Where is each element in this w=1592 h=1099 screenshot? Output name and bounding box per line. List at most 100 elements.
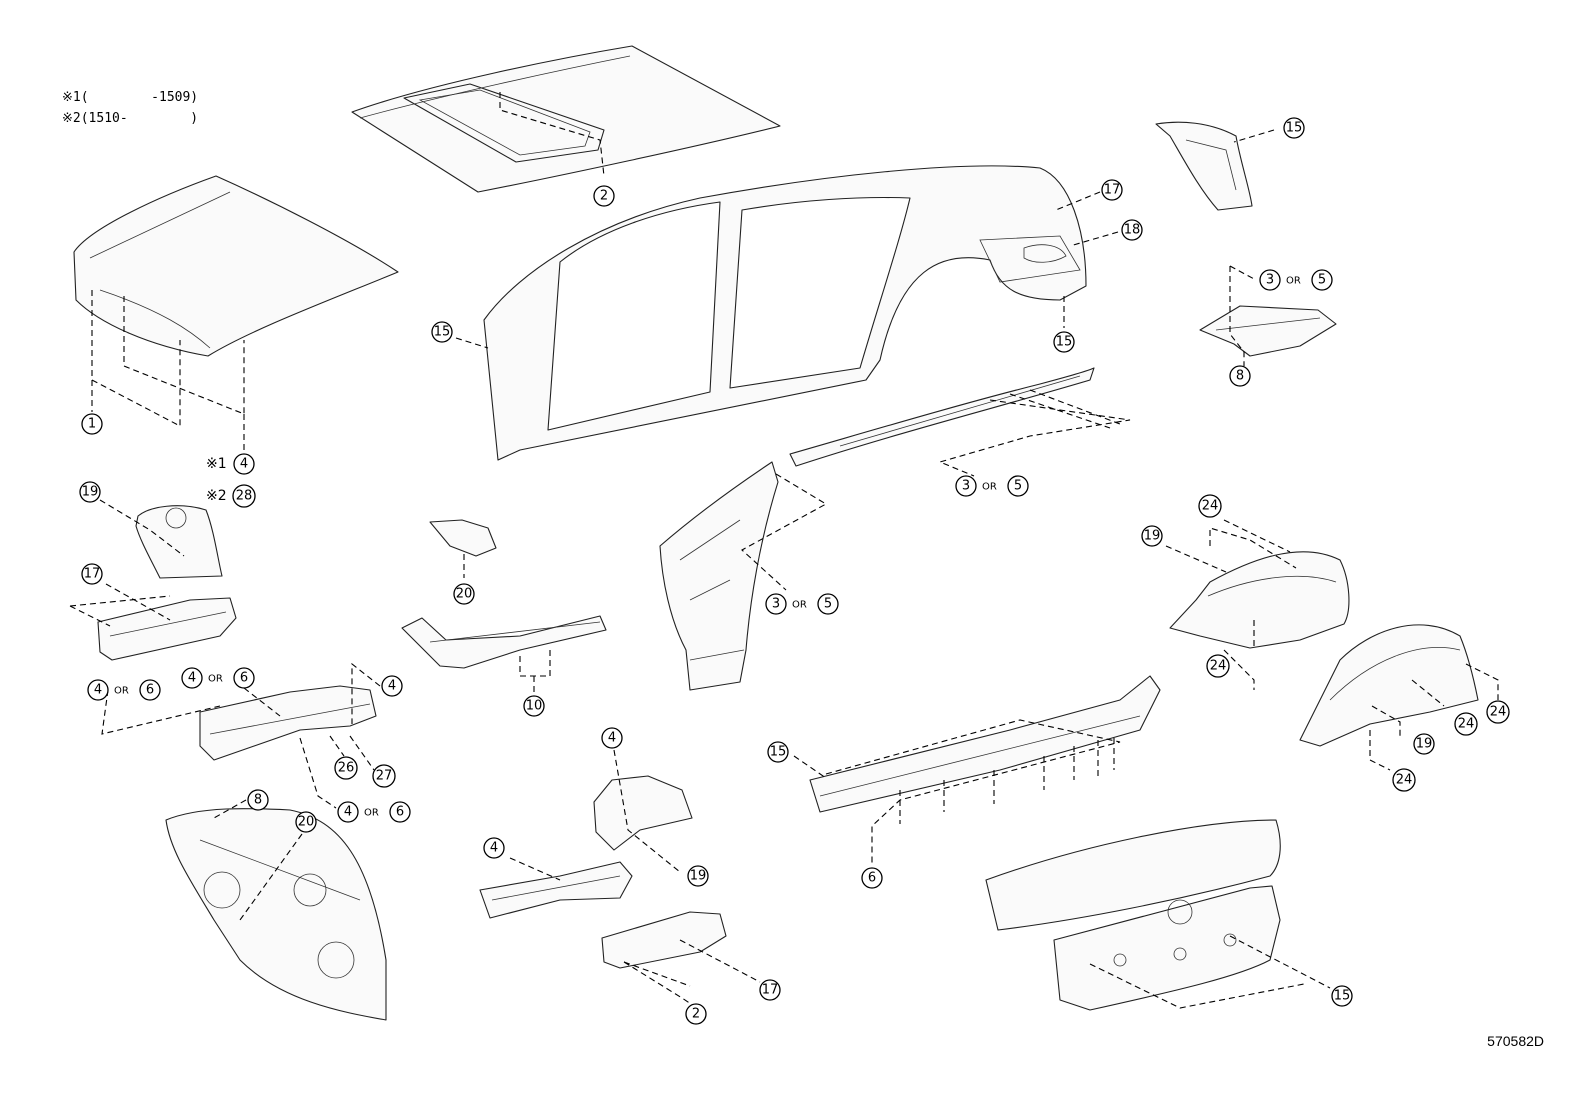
svg-text:15: 15: [1334, 989, 1351, 1004]
callout-4-member-a[interactable]: 4: [87, 679, 109, 701]
svg-text:5: 5: [1318, 273, 1326, 288]
callout-15-side-rear[interactable]: 15: [1053, 331, 1075, 353]
svg-text:24: 24: [1396, 773, 1413, 788]
leader-ur-8: [1229, 265, 1257, 366]
brace-bracket[interactable]: [429, 519, 497, 557]
rear-wheelhouse-inner[interactable]: [1299, 624, 1479, 747]
callout-27-member[interactable]: 27: [372, 764, 396, 788]
svg-text:8: 8: [254, 793, 262, 808]
callout-4-center-lower[interactable]: 4: [483, 837, 505, 859]
callout-24-rw-c[interactable]: 24: [1486, 700, 1510, 724]
callout-24-rw-d[interactable]: 24: [1454, 712, 1478, 736]
callout-6-member-c[interactable]: 6: [389, 801, 411, 823]
quarter-inner-bracket[interactable]: [1155, 121, 1253, 211]
rocker-sill-front[interactable]: [401, 615, 607, 669]
roof-side-rail[interactable]: [789, 367, 1095, 467]
callout-2-roof[interactable]: 2: [593, 185, 615, 207]
callout-20-dash[interactable]: 20: [295, 811, 317, 833]
roof-panel[interactable]: [351, 45, 781, 193]
callout-15-side-front[interactable]: 15: [431, 321, 453, 343]
front-frame-member[interactable]: [479, 861, 633, 919]
callout-17-center[interactable]: 17: [759, 979, 781, 1001]
callout-3-rail[interactable]: 3: [955, 475, 977, 497]
svg-text:5: 5: [824, 597, 832, 612]
svg-text:4: 4: [388, 679, 396, 694]
dash-panel[interactable]: [165, 808, 387, 1021]
luggage-compartment-door[interactable]: [985, 819, 1281, 1011]
hood[interactable]: [73, 175, 399, 357]
leader-ctr: [623, 939, 761, 1007]
callout-24-rw-e[interactable]: 24: [1392, 768, 1416, 792]
svg-text:6: 6: [146, 683, 154, 698]
callout-4-center-upper[interactable]: 4: [601, 727, 623, 749]
rocker-panel[interactable]: [809, 675, 1161, 813]
note-mark-2: ※2: [206, 488, 227, 504]
callout-15-trunk[interactable]: 15: [1331, 985, 1353, 1007]
leader-ur-15: [1233, 129, 1275, 143]
callout-6-member-a[interactable]: 6: [139, 679, 161, 701]
callout-4-member-c[interactable]: 4: [337, 801, 359, 823]
callout-28-hood[interactable]: 28: [232, 484, 256, 508]
svg-text:17: 17: [1104, 183, 1121, 198]
front-floor-member[interactable]: [199, 685, 377, 761]
center-apron-bracket[interactable]: [593, 775, 693, 851]
svg-text:4: 4: [608, 731, 616, 746]
front-lower-member[interactable]: [601, 911, 727, 969]
roof-rear-panel[interactable]: [1199, 305, 1337, 357]
leader-side-15a: [455, 337, 489, 349]
svg-text:28: 28: [236, 489, 253, 504]
callout-4-member[interactable]: 4: [381, 675, 403, 697]
callout-5-rail[interactable]: 5: [1007, 475, 1029, 497]
svg-text:17: 17: [84, 567, 101, 582]
callout-1-hood[interactable]: 1: [81, 413, 103, 435]
callout-20-bracket[interactable]: 20: [453, 583, 475, 605]
note-mark-1: ※1: [206, 456, 227, 472]
callout-2-center[interactable]: 2: [685, 1003, 707, 1025]
callout-17-side[interactable]: 17: [1101, 179, 1123, 201]
callout-18-side[interactable]: 18: [1121, 219, 1143, 241]
callout-5-pillar[interactable]: 5: [817, 593, 839, 615]
svg-text:15: 15: [770, 745, 787, 760]
callout-4-member-b[interactable]: 4: [181, 667, 203, 689]
svg-text:18: 18: [1124, 223, 1141, 238]
callout-4-hood[interactable]: 4: [233, 453, 255, 475]
leader-rw-lower: [1369, 663, 1499, 771]
callout-6-rocker[interactable]: 6: [861, 867, 883, 889]
callout-6-member-b[interactable]: 6: [233, 667, 255, 689]
side-body-panel[interactable]: [483, 165, 1087, 461]
center-pillar[interactable]: [659, 461, 779, 691]
callout-3-upper-right[interactable]: 3: [1259, 269, 1281, 291]
callout-24-rw-b[interactable]: 24: [1206, 654, 1230, 678]
callout-19-left-front[interactable]: 19: [79, 481, 101, 503]
callout-19-rw-b[interactable]: 19: [1413, 733, 1435, 755]
svg-text:3: 3: [1266, 273, 1274, 288]
svg-text:19: 19: [1416, 737, 1433, 752]
svg-text:3: 3: [962, 479, 970, 494]
callout-8-dash[interactable]: 8: [247, 789, 269, 811]
legend-range-2: (1510- ): [80, 111, 199, 126]
leader-dash-20: [239, 833, 303, 921]
callout-3-pillar[interactable]: 3: [765, 593, 787, 615]
svg-text:4: 4: [240, 457, 248, 472]
callout-24-rw-a[interactable]: 24: [1198, 494, 1222, 518]
legend-mark-1: ※1: [62, 90, 81, 105]
callout-15-rocker[interactable]: 15: [767, 741, 789, 763]
front-apron-upper[interactable]: [135, 505, 223, 579]
svg-text:2: 2: [600, 189, 608, 204]
callout-17-left-front[interactable]: 17: [81, 563, 103, 585]
or-label-rail: OR: [982, 482, 997, 493]
front-side-member[interactable]: [97, 597, 237, 661]
callout-26-member[interactable]: 26: [334, 756, 358, 780]
callout-15-upper-right[interactable]: 15: [1283, 117, 1305, 139]
callout-10-sill[interactable]: 10: [523, 695, 545, 717]
figure-id: 570582D: [1487, 1033, 1544, 1049]
svg-text:15: 15: [434, 325, 451, 340]
callout-19-rw-a[interactable]: 19: [1141, 525, 1163, 547]
callout-19-center[interactable]: 19: [687, 865, 709, 887]
svg-text:3: 3: [772, 597, 780, 612]
svg-text:8: 8: [1236, 369, 1244, 384]
callout-5-upper-right[interactable]: 5: [1311, 269, 1333, 291]
rear-wheelhouse-outer[interactable]: [1169, 551, 1350, 649]
callout-8-upper-right[interactable]: 8: [1229, 365, 1251, 387]
leader-rw-upper: [1165, 519, 1297, 690]
